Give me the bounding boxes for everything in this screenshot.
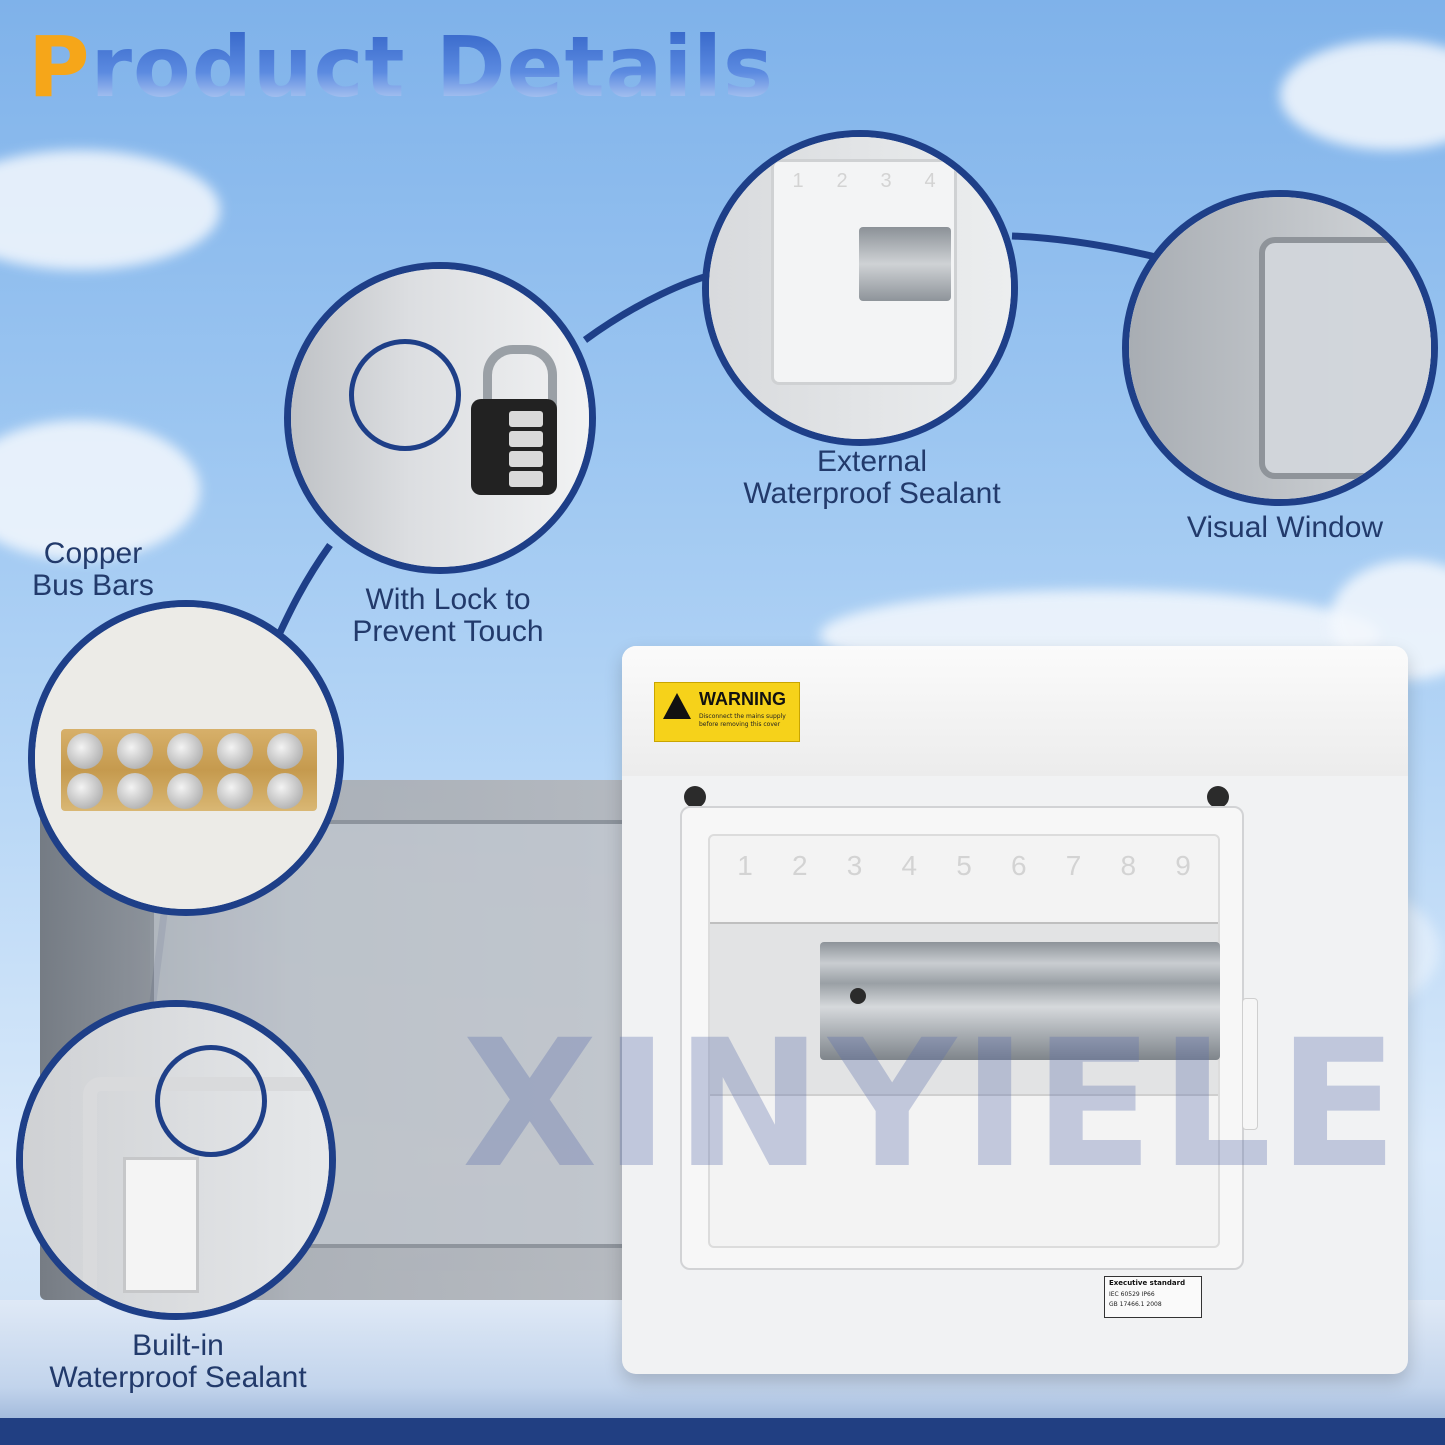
detail-circle-copper-bus-bars xyxy=(28,600,344,916)
screw-icon xyxy=(850,988,866,1004)
bolt-icon xyxy=(117,773,153,809)
padlock-dial xyxy=(509,411,543,427)
module-number: 4 xyxy=(901,850,918,881)
padlock-dial xyxy=(509,451,543,467)
bolt-icon xyxy=(117,733,153,769)
module-number: 4 xyxy=(924,170,936,192)
screw-icon xyxy=(1207,786,1229,808)
bolt-icon xyxy=(167,773,203,809)
bolt-icon xyxy=(267,733,303,769)
module-number: 3 xyxy=(846,850,863,881)
page-title: Product Details xyxy=(28,18,774,116)
module-number: 5 xyxy=(956,850,972,881)
warning-label: WARNING Disconnect the mains supply befo… xyxy=(654,682,800,742)
module-number: 8 xyxy=(1120,850,1137,881)
warning-title: WARNING xyxy=(699,689,786,709)
label-copper-bus-bars: Copper Bus Bars xyxy=(32,537,154,602)
module-number: 2 xyxy=(791,850,808,881)
din-rail xyxy=(820,942,1220,1060)
title-first-letter: P xyxy=(28,18,91,116)
visual-window-pane xyxy=(1259,237,1431,479)
module-number: 2 xyxy=(836,170,848,192)
label-built-in-sealant: Built-in Waterproof Sealant xyxy=(49,1329,307,1394)
module-frame: 1 2 3 4 5 6 7 8 9 xyxy=(680,806,1258,1270)
detail-circle-lock xyxy=(284,262,596,574)
bottom-bar xyxy=(0,1418,1445,1445)
standard-title: Executive standard xyxy=(1109,1279,1186,1287)
bolt-icon xyxy=(67,773,103,809)
label-lock: With Lock to Prevent Touch xyxy=(352,583,544,648)
bolt-icon xyxy=(217,733,253,769)
standard-label: Executive standard IEC 60529 IP66 GB 174… xyxy=(1104,1276,1202,1318)
highlight-ring xyxy=(155,1045,267,1157)
bolt-icon xyxy=(167,733,203,769)
brand-watermark: XINYIELE xyxy=(462,1002,1405,1207)
module-number: 1 xyxy=(792,170,804,192)
module-number: 6 xyxy=(1010,850,1027,881)
bolt-icon xyxy=(217,773,253,809)
distribution-box: WARNING Disconnect the mains supply befo… xyxy=(622,646,1408,1374)
bolt-icon xyxy=(267,773,303,809)
latch xyxy=(1242,998,1258,1130)
module-number: 3 xyxy=(880,170,892,192)
padlock-shackle-icon xyxy=(483,345,557,424)
bolt-icon xyxy=(67,733,103,769)
module-number: 7 xyxy=(1065,850,1082,881)
cloud xyxy=(1280,40,1445,150)
box-top-panel: WARNING Disconnect the mains supply befo… xyxy=(622,646,1408,776)
module-number: 1 xyxy=(737,850,753,881)
standard-line: GB 17466.1 2008 xyxy=(1109,1301,1162,1308)
ext-numbers: 1 2 3 4 xyxy=(780,170,948,193)
din-rail xyxy=(859,227,951,301)
module-numbers: 1 2 3 4 5 6 7 8 9 xyxy=(718,850,1210,882)
copper-bus-bar xyxy=(61,729,317,811)
detail-circle-external-sealant: 1 2 3 4 xyxy=(702,130,1018,446)
module-frame-inner: 1 2 3 4 5 6 7 8 9 xyxy=(708,834,1220,1248)
cloud xyxy=(0,420,200,560)
label-external-sealant: External Waterproof Sealant xyxy=(743,445,1001,510)
standard-line: IEC 60529 IP66 xyxy=(1109,1291,1155,1298)
padlock-dial xyxy=(509,431,543,447)
padlock-dial xyxy=(509,471,543,487)
warning-icon xyxy=(663,693,691,719)
door-clip xyxy=(123,1157,199,1293)
padlock-icon xyxy=(471,399,557,495)
title-rest: roduct Details xyxy=(90,18,774,116)
screw-icon xyxy=(684,786,706,808)
label-visual-window: Visual Window xyxy=(1186,511,1384,544)
module-number: 9 xyxy=(1175,850,1191,881)
breaker-slot xyxy=(710,922,1220,1096)
detail-circle-visual-window xyxy=(1122,190,1438,506)
highlight-ring xyxy=(349,339,461,451)
cloud xyxy=(0,150,220,270)
detail-circle-built-in-sealant xyxy=(16,1000,336,1320)
connector-lock-external xyxy=(582,271,713,343)
warning-text: Disconnect the mains supply before remov… xyxy=(699,713,786,728)
